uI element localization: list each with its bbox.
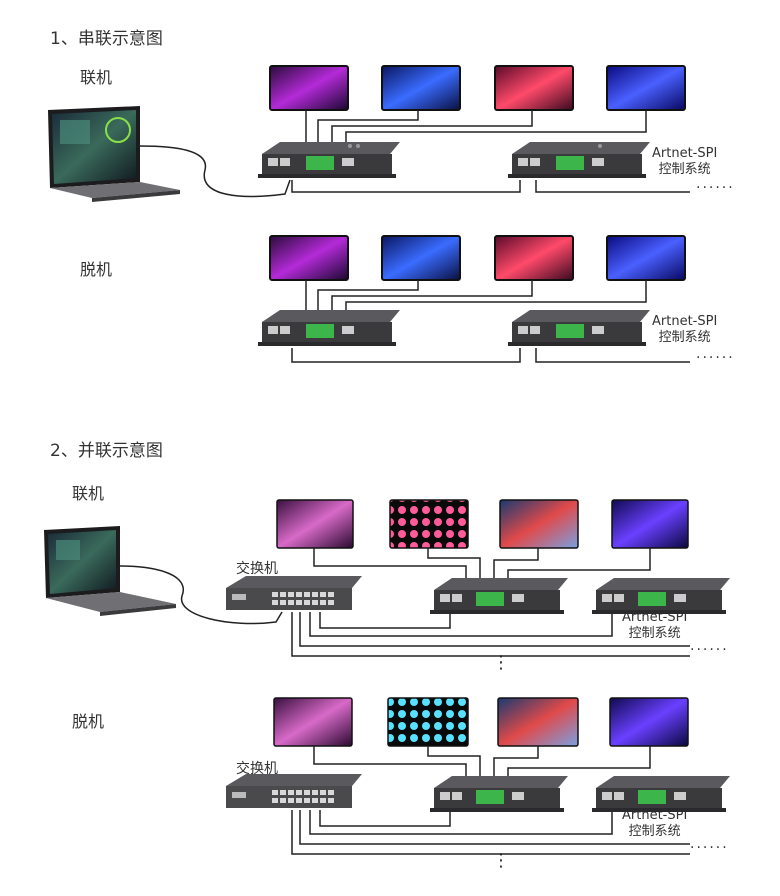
led-screen-stage <box>499 499 579 549</box>
parallel-offline-switch-label: 交换机 <box>236 761 278 777</box>
network-switch <box>226 576 362 610</box>
series-online-group <box>48 65 690 202</box>
laptop-icon <box>48 106 180 202</box>
controller-device <box>508 310 650 346</box>
parallel-offline-vertical-ellipsis: ⋮ <box>492 850 510 871</box>
parallel-online-ellipsis: ...... <box>690 638 729 654</box>
parallel-online-group <box>44 499 730 657</box>
controller-device <box>430 578 568 614</box>
parallel-online-label: 联机 <box>72 484 105 503</box>
controller-label-line2: 控制系统 <box>628 626 681 641</box>
led-screen-royal-blue <box>606 235 686 281</box>
controller-label-line1: Artnet-SPI <box>652 314 718 329</box>
controller-label-line2: 控制系统 <box>658 162 711 177</box>
series-offline-ellipsis: ...... <box>696 346 735 362</box>
controller-device <box>508 142 650 178</box>
series-diagram-title: 1、串联示意图 <box>50 29 163 49</box>
series-offline-label: 脱机 <box>80 260 113 279</box>
parallel-offline-ellipsis: ...... <box>690 836 729 852</box>
led-screen-blue <box>381 235 461 281</box>
parallel-online-vertical-ellipsis: ⋮ <box>492 652 510 673</box>
parallel-offline-group <box>226 697 730 855</box>
laptop-icon <box>44 526 176 616</box>
series-offline-controller-label: Artnet-SPI 控制系统 <box>652 314 717 346</box>
led-screen-stage <box>497 697 579 747</box>
parallel-online-switch-label: 交换机 <box>236 561 278 577</box>
led-screen-dot-matrix <box>389 499 469 549</box>
led-screen-red <box>494 65 574 111</box>
controller-label-line1: Artnet-SPI <box>652 146 718 161</box>
parallel-offline-label: 脱机 <box>72 712 105 731</box>
series-online-ellipsis: ...... <box>696 176 735 192</box>
controller-device <box>592 776 730 812</box>
controller-device <box>430 776 568 812</box>
led-screen-hall <box>273 697 353 747</box>
led-screen-purple <box>269 235 349 281</box>
led-screen-purple <box>269 65 349 111</box>
led-screen-laser <box>611 499 689 549</box>
led-screen-hall <box>276 499 354 549</box>
network-switch <box>226 774 362 808</box>
led-screen-blue <box>381 65 461 111</box>
controller-label-line2: 控制系统 <box>658 330 711 345</box>
series-offline-group <box>258 235 690 363</box>
series-online-label: 联机 <box>80 68 113 87</box>
controller-device <box>592 578 730 614</box>
led-screen-royal-blue <box>606 65 686 111</box>
led-screen-dot-matrix <box>387 697 469 747</box>
led-screen-laser <box>609 697 689 747</box>
controller-device <box>258 142 400 178</box>
led-screen-red <box>494 235 574 281</box>
series-online-controller-label: Artnet-SPI 控制系统 <box>652 146 717 178</box>
parallel-diagram-title: 2、并联示意图 <box>50 441 163 461</box>
controller-device <box>258 310 400 346</box>
controller-label-line2: 控制系统 <box>628 824 681 839</box>
